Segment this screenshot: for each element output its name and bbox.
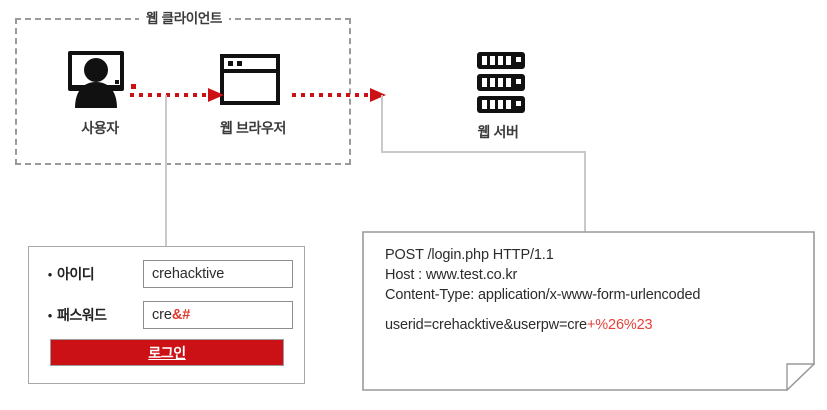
http-body-plain: userid=crehacktive&userpw=cre <box>385 317 587 333</box>
node-label-browser: 웹 브라우저 <box>220 120 286 136</box>
login-form-card: • 아이디 crehacktive • 패스워드 cre &# 로그인 <box>28 246 305 384</box>
userid-input-value: crehacktive <box>152 266 225 282</box>
node-label-user: 사용자 <box>81 120 119 136</box>
http-body-urlencoded: +%26%23 <box>586 317 653 333</box>
form-row-userid: • 아이디 crehacktive <box>43 259 293 289</box>
connector-server-horizontal <box>381 151 586 153</box>
label-userid: 아이디 <box>57 266 95 282</box>
form-row-password: • 패스워드 cre &# <box>43 300 293 330</box>
http-blank-line <box>385 305 795 315</box>
bullet-icon: • <box>47 266 53 282</box>
login-submit-button[interactable]: 로그인 <box>50 339 284 366</box>
connector-browser-to-login-form <box>165 95 167 247</box>
userid-input[interactable]: crehacktive <box>143 260 293 288</box>
flow-arrow-browser-to-server <box>292 88 386 102</box>
connector-to-http-request <box>584 151 586 232</box>
http-request-line: POST /login.php HTTP/1.1 <box>385 247 554 263</box>
node-label-server: 웹 서버 <box>477 124 519 140</box>
password-input[interactable]: cre &# <box>143 301 293 329</box>
http-request-document-shape <box>362 231 815 391</box>
flow-arrow-user-to-browser <box>130 88 224 102</box>
http-host-line: Host : www.test.co.kr <box>385 267 518 283</box>
bullet-icon: • <box>47 307 53 323</box>
label-password: 패스워드 <box>57 307 107 323</box>
server-rack-icon <box>477 52 525 114</box>
http-content-type-line: Content-Type: application/x-www-form-url… <box>385 287 701 303</box>
http-body-line: userid=crehacktive&userpw=cre+%26%23 <box>385 315 795 335</box>
web-client-group-title: 웹 클라이언트 <box>139 7 230 27</box>
password-input-value: cre <box>152 307 172 323</box>
connector-server-vertical <box>381 95 383 152</box>
user-monitor-icon <box>63 50 137 108</box>
browser-window-icon <box>219 53 281 106</box>
password-input-special-chars: &# <box>171 307 191 323</box>
http-request-text: POST /login.php HTTP/1.1 Host : www.test… <box>385 245 795 335</box>
http-request-document: POST /login.php HTTP/1.1 Host : www.test… <box>362 231 815 391</box>
